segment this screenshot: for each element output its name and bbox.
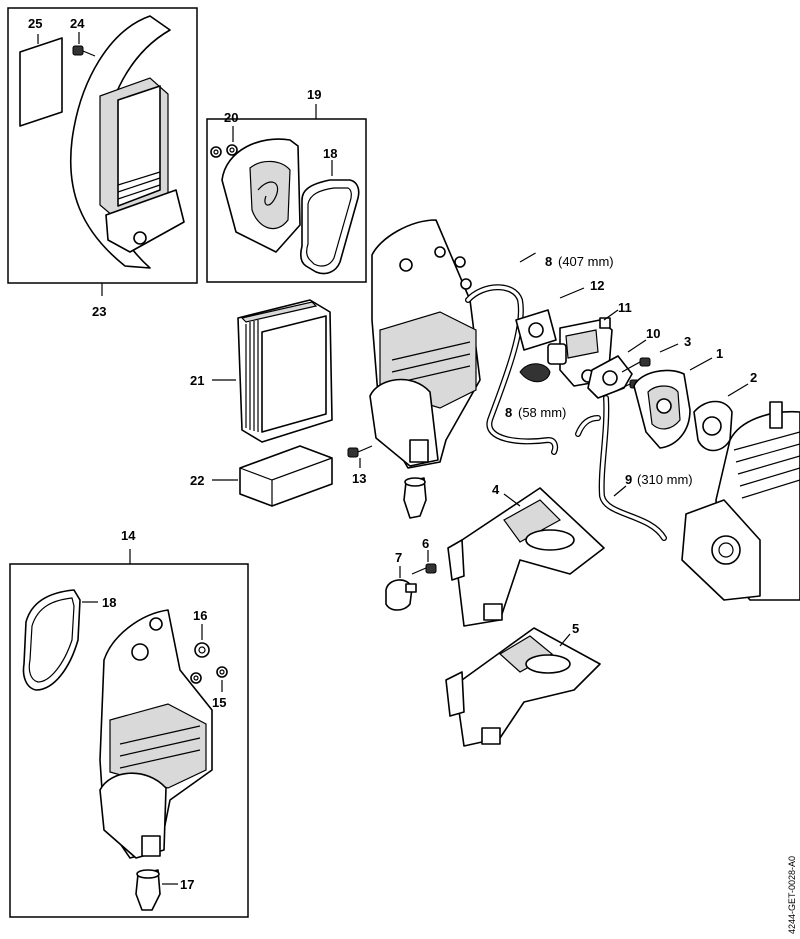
callout-2: 2 xyxy=(750,370,757,385)
callout-1: 1 xyxy=(716,346,723,361)
callout-17: 17 xyxy=(180,877,194,892)
valve-7 xyxy=(385,579,417,611)
callout-16: 16 xyxy=(193,608,207,623)
callout-3: 3 xyxy=(684,334,691,349)
callout-19: 19 xyxy=(307,87,321,102)
screw-24 xyxy=(72,45,96,57)
fuel-hose-9 xyxy=(598,395,667,541)
callout-5: 5 xyxy=(572,621,579,636)
engine-cylinder xyxy=(681,401,800,601)
callout-14: 14 xyxy=(121,528,136,543)
air-filter-cover-23 xyxy=(69,15,185,269)
callout-25: 25 xyxy=(28,16,42,31)
baffle-5 xyxy=(445,627,601,747)
nuts-15 xyxy=(190,666,228,684)
intake-manifold-1 xyxy=(633,369,691,449)
elbow-fitting-17 xyxy=(135,869,161,911)
nuts-20 xyxy=(210,144,238,158)
callout-8-top: 8 xyxy=(545,254,552,269)
air-filter-21 xyxy=(237,299,333,443)
gasket-10 xyxy=(587,355,633,399)
callout-22: 22 xyxy=(190,473,204,488)
elbow-fitting xyxy=(403,477,427,519)
diagram-code: 4244-GET-0028-A0 xyxy=(787,856,797,934)
callout-10: 10 xyxy=(646,326,660,341)
callout-15: 15 xyxy=(212,695,226,710)
callout-9-length: (310 mm) xyxy=(637,472,693,487)
gasket-18-top xyxy=(300,179,360,275)
callout-11: 11 xyxy=(618,300,632,315)
label-sticker-25 xyxy=(19,37,63,127)
group-box-19 xyxy=(206,118,367,283)
screw-6 xyxy=(411,563,437,575)
callout-7: 7 xyxy=(395,550,402,565)
grommets xyxy=(454,256,472,290)
callout-21: 21 xyxy=(190,373,204,388)
callout-18-top: 18 xyxy=(323,146,337,161)
group-box-14 xyxy=(9,563,249,918)
baffle-4 xyxy=(447,487,605,627)
filter-holder-19 xyxy=(221,138,301,253)
screw-13 xyxy=(347,445,373,458)
callout-8-mid-length: (58 mm) xyxy=(518,405,566,420)
callout-6: 6 xyxy=(422,536,429,551)
callout-20: 20 xyxy=(224,110,238,125)
gasket-12 xyxy=(515,309,557,351)
carburetor-housing xyxy=(369,219,481,469)
callout-8-mid: 8 xyxy=(505,405,512,420)
fuel-hose-8-short xyxy=(575,415,601,437)
carburetor-housing-14 xyxy=(99,609,213,859)
callout-24: 24 xyxy=(70,16,85,31)
fuel-hose-8-long xyxy=(465,284,559,455)
callout-4: 4 xyxy=(492,482,500,497)
callout-13: 13 xyxy=(352,471,366,486)
callout-9: 9 xyxy=(625,472,632,487)
callout-12: 12 xyxy=(590,278,604,293)
pre-filter-22 xyxy=(239,445,333,507)
gasket-18-bottom xyxy=(22,589,81,691)
callout-23: 23 xyxy=(92,304,106,319)
callout-18-bottom: 18 xyxy=(102,595,116,610)
gasket-2 xyxy=(693,400,733,452)
callout-8-top-length: (407 mm) xyxy=(558,254,614,269)
nut-16 xyxy=(194,642,210,658)
